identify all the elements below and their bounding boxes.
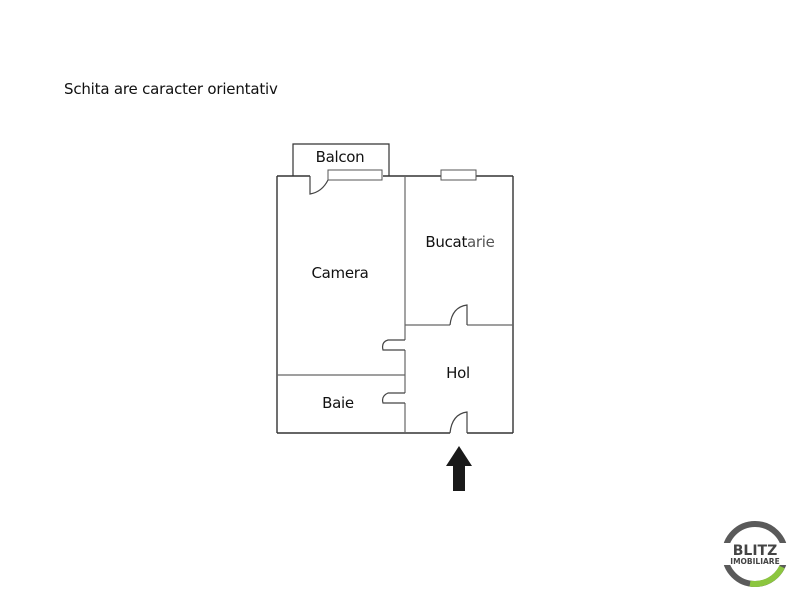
outer-walls bbox=[276, 175, 514, 434]
logo-text-imobiliare: IMOBILIARE bbox=[730, 557, 779, 566]
room-label-bucatarie-part1: Bucat bbox=[425, 233, 468, 251]
arrow-up-icon bbox=[446, 446, 472, 491]
room-label-camera: Camera bbox=[311, 264, 369, 282]
disclaimer-caption: Schita are caracter orientativ bbox=[64, 80, 278, 98]
room-label-baie: Baie bbox=[322, 394, 354, 412]
room-label-balcon: Balcon bbox=[315, 148, 365, 166]
room-label-bucatarie: Bucatarie bbox=[425, 233, 494, 251]
balcony-outline bbox=[292, 143, 390, 176]
blitz-imobiliare-logo: BLITZ IMOBILIARE bbox=[720, 519, 790, 589]
interior-walls bbox=[277, 176, 513, 433]
room-label-hol: Hol bbox=[446, 364, 470, 382]
logo-text-blitz: BLITZ bbox=[733, 543, 778, 559]
doors bbox=[309, 176, 468, 434]
windows bbox=[327, 169, 477, 181]
room-label-bucatarie-part2: arie bbox=[467, 233, 495, 251]
